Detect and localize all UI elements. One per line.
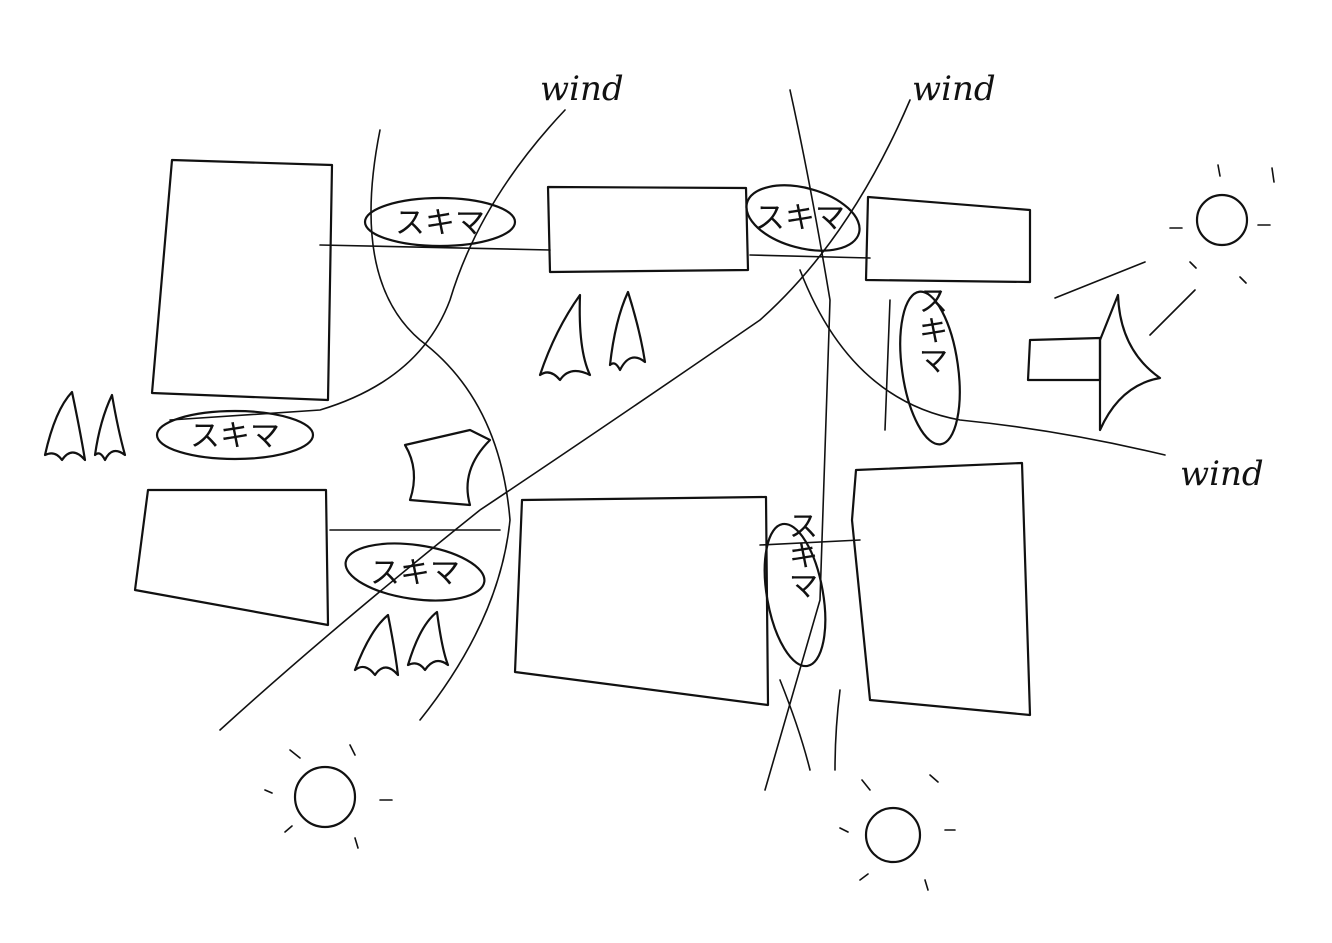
buildings — [133, 158, 1162, 717]
sun-icon — [1169, 164, 1275, 284]
building-bottom-center — [513, 495, 770, 707]
sun-icon — [264, 744, 393, 849]
gap-label: スキマ — [783, 510, 818, 600]
wind-label: wind — [1180, 454, 1264, 494]
building-top-center — [546, 185, 750, 274]
gap-label: スキマ — [190, 419, 280, 454]
tree-icon — [43, 390, 87, 462]
tree-icon — [93, 393, 127, 462]
gap-label: スキマ — [370, 556, 460, 591]
gap-bottom-left: スキマ — [344, 542, 486, 602]
tree-icon — [538, 293, 592, 382]
building-small-right — [1026, 336, 1102, 382]
building-top-left — [150, 158, 334, 402]
gap-label: スキマ — [913, 285, 948, 375]
gap-left: スキマ — [155, 409, 315, 461]
gap-right: スキマ — [899, 285, 961, 446]
tree-icon — [608, 290, 647, 372]
gap-top-right: スキマ — [745, 184, 861, 252]
wind-label: wind — [912, 69, 996, 109]
gap-markers: スキマ スキマ スキマ スキマ スキマ スキマ — [155, 184, 961, 668]
sun-icon — [839, 774, 956, 891]
gap-bottom-right: スキマ — [763, 510, 827, 668]
gap-label: スキマ — [755, 201, 845, 236]
tree-icon — [353, 613, 400, 677]
tree-icons — [43, 290, 647, 677]
building-bottom-right — [850, 461, 1032, 717]
shade-canopy-right — [1098, 293, 1162, 432]
wind-label: wind — [540, 69, 624, 109]
wind-paths — [169, 89, 1196, 791]
tree-icon — [406, 610, 450, 672]
building-bottom-left — [133, 488, 330, 627]
gap-label: スキマ — [395, 206, 485, 241]
gap-top-left: スキマ — [363, 196, 517, 248]
shade-canopy-center — [403, 428, 492, 507]
building-top-right — [864, 195, 1032, 284]
